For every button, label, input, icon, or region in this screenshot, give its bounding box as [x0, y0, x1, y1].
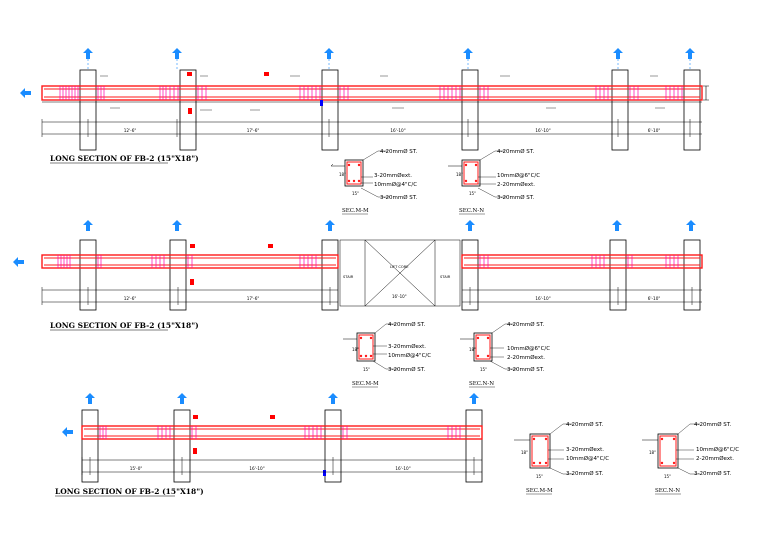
sec-m2-label: SEC.M-M — [352, 381, 379, 387]
sec-m-label: SEC.M-M — [342, 208, 369, 214]
sec-m-m-3: 4-20mmØ ST. 3-20mmØext. 10mmØ@4"C/C 3-20… — [514, 421, 609, 495]
sec-m2-bottom-bar: 3-20mmØ ST. — [388, 366, 425, 373]
sec-m3-bottom-bar: 3-20mmØ ST. — [566, 470, 603, 477]
span-dim-3: 16'-10" — [390, 128, 405, 133]
sec-n-n-2: 4-20mmØ ST. 10mmØ@6"C/C 2-20mmØext. 3-20… — [460, 321, 550, 388]
void-zone — [339, 239, 461, 307]
span-dim-3-1: 15'-0" — [130, 466, 143, 471]
sec-n3-top-bar: 4-20mmØ ST. — [694, 421, 731, 428]
sec-n3-label: SEC.N-N — [655, 488, 680, 494]
sec-n2-ext-bar: 2-20mmØext. — [507, 354, 545, 361]
dimension-lines — [41, 119, 702, 137]
cross-sections-3: 4-20mmØ ST. 3-20mmØext. 10mmØ@4"C/C 3-20… — [514, 421, 739, 495]
sec-n3-bottom-bar: 3-20mmØ ST. — [694, 470, 731, 477]
sec-n2-stirrup: 10mmØ@6"C/C — [507, 345, 550, 352]
sec-m3-label: SEC.M-M — [526, 488, 553, 494]
span-dim-4: 16'-10" — [535, 128, 550, 133]
sec-n2-width: 15" — [480, 367, 487, 372]
sec-n-width: 15" — [469, 191, 476, 196]
long-section-1: 12'-6" 17'-6" 16'-10" 16'-10" 6'-10" LON… — [20, 48, 709, 164]
beam — [41, 85, 703, 103]
cross-sections-2: 4-20mmØ ST. 3-20mmØext. 10mmØ@4"C/C 3-20… — [343, 321, 550, 388]
grid-markers — [20, 48, 695, 98]
long-section-2: STAIR LIFT CORE STAIR 16'-10" 12'-6" 17'… — [13, 220, 703, 331]
sec-n-bottom-bar: 3-20mmØ ST. — [497, 194, 534, 201]
sec-n2-depth: 18" — [469, 347, 476, 352]
sec-n-label: SEC.N-N — [459, 208, 484, 214]
sec-m-m-1: 4-20mmØ ST. 3-20mmØext. 10mmØ@4"C/C 3-20… — [330, 148, 417, 215]
sec-n3-stirrup: 10mmØ@6"C/C — [696, 446, 739, 453]
sec-n-ext-bar: 2-20mmØext. — [497, 181, 535, 188]
sec-m-width: 15" — [352, 191, 359, 196]
span-dim-2: 17'-6" — [247, 128, 260, 133]
sec-m3-top-bar: 4-20mmØ ST. — [566, 421, 603, 428]
sec-n3-ext-bar: 2-20mmØext. — [696, 455, 734, 462]
sec-m-ext-bar: 3-20mmØext. — [374, 172, 412, 179]
sec-n2-label: SEC.N-N — [469, 381, 494, 387]
span-dim-2-4: 16'-10" — [535, 296, 550, 301]
span-dims: 12'-6" 17'-6" 16'-10" 16'-10" 6'-10" — [124, 128, 661, 133]
sec-n3-depth: 18" — [649, 450, 656, 455]
sec-m3-depth: 18" — [521, 450, 528, 455]
span-dim-2-5: 6'-10" — [648, 296, 661, 301]
span-dim-3-3: 16'-10" — [395, 466, 410, 471]
sec-m-stirrup: 10mmØ@4"C/C — [374, 181, 417, 188]
span-dim-2-2: 17'-6" — [247, 296, 260, 301]
long-section-3: 15'-0" 16'-10" 16'-10" LONG SECTION OF F… — [55, 393, 483, 497]
void-dim: 16'-10" — [392, 294, 407, 299]
sec-m3-stirrup: 10mmØ@4"C/C — [566, 455, 609, 462]
sec-n-depth: 18" — [456, 172, 463, 177]
sec-m2-depth: 18" — [352, 347, 359, 352]
sec-m2-width: 15" — [363, 367, 370, 372]
section-title-3: LONG SECTION OF FB-2 (15"X18") — [55, 487, 204, 496]
columns — [79, 69, 701, 151]
sec-m2-stirrup: 10mmØ@4"C/C — [388, 352, 431, 359]
cross-sections-1: 4-20mmØ ST. 3-20mmØext. 10mmØ@4"C/C 3-20… — [330, 148, 540, 215]
sec-n2-top-bar: 4-20mmØ ST. — [507, 321, 544, 328]
sec-m3-ext-bar: 3-20mmØext. — [566, 446, 604, 453]
span-dim-1: 12'-6" — [124, 128, 137, 133]
sec-n-n-3: 4-20mmØ ST. 10mmØ@6"C/C 2-20mmØext. 3-20… — [642, 421, 739, 495]
section-title-2: LONG SECTION OF FB-2 (15"X18") — [50, 321, 199, 330]
span-dim-3-2: 16'-10" — [249, 466, 264, 471]
void-right-label: STAIR — [440, 275, 451, 279]
sec-n-top-bar: 4-20mmØ ST. — [497, 148, 534, 155]
sec-m-depth: 18" — [339, 172, 346, 177]
sec-m-bottom-bar: 3-20mmØ ST. — [380, 194, 417, 201]
sec-n3-width: 15" — [664, 474, 671, 479]
span-dim-5: 6'-10" — [648, 128, 661, 133]
stirrups — [59, 86, 683, 100]
sec-m2-top-bar: 4-20mmØ ST. — [388, 321, 425, 328]
span-dim-2-1: 12'-6" — [124, 296, 137, 301]
sec-n2-bottom-bar: 3-20mmØ ST. — [507, 366, 544, 373]
sec-m-m-2: 4-20mmØ ST. 3-20mmØext. 10mmØ@4"C/C 3-20… — [343, 321, 431, 388]
sec-m2-ext-bar: 3-20mmØext. — [388, 343, 426, 350]
sec-n-stirrup: 10mmØ@6"C/C — [497, 172, 540, 179]
void-middle-label: LIFT CORE — [390, 265, 409, 269]
annotations — [100, 75, 665, 111]
sec-m-top-bar: 4-20mmØ ST. — [380, 148, 417, 155]
sec-n-n-1: 4-20mmØ ST. 10mmØ@6"C/C 2-20mmØext. 3-20… — [448, 148, 540, 215]
section-title-1: LONG SECTION OF FB-2 (15"X18") — [50, 154, 199, 163]
sec-m3-width: 15" — [536, 474, 543, 479]
void-left-label: STAIR — [343, 275, 354, 279]
